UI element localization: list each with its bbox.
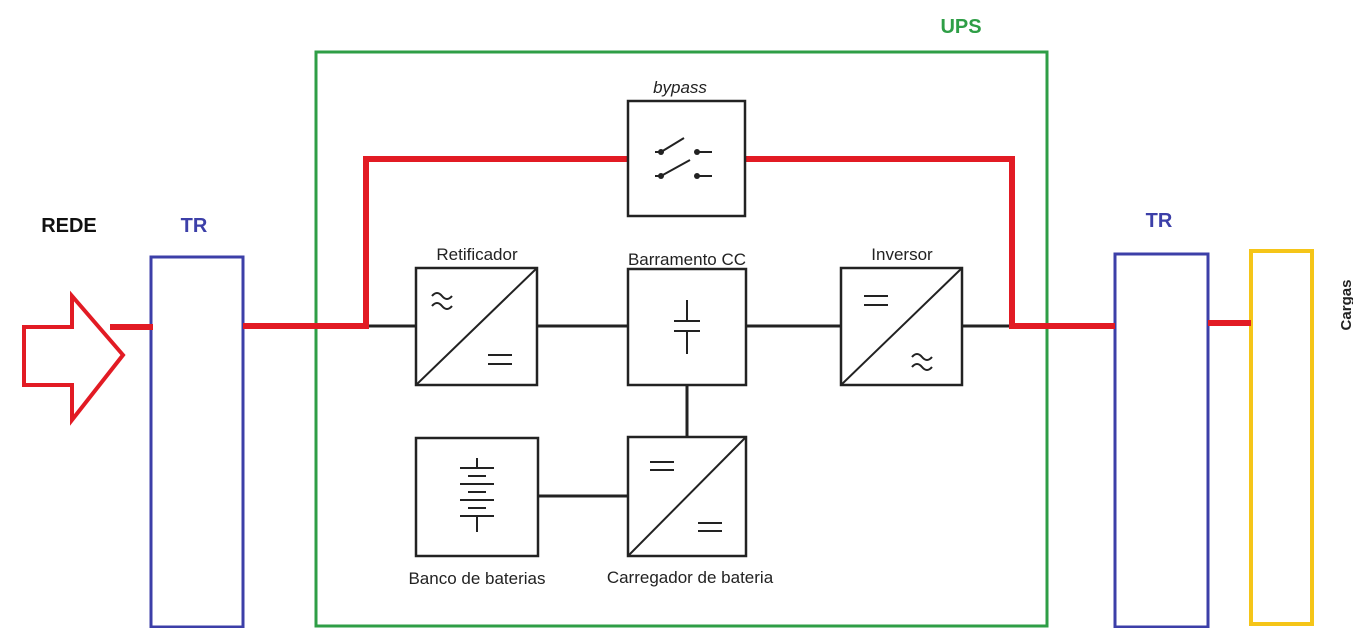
retificador-label: Retificador [436,245,518,264]
transformer-in [149,255,245,628]
ups-label: UPS [940,16,981,38]
arrow-right-outline-icon [22,290,126,426]
barramento-label: Barramento CC [628,250,746,269]
carregador-label: Carregador de bateria [607,568,774,587]
dc-bus-block [626,267,748,387]
ups-frame [314,50,1049,628]
power-line-tr-bypass [243,156,628,329]
inversor-label: Inversor [871,245,933,264]
power-line-bypass-out [746,156,1115,329]
battery-bank-block [414,436,540,558]
rede-label: REDE [41,215,97,237]
bypass-label: bypass [653,78,707,97]
tr-out-label: TR [1146,210,1173,232]
battery-bank-icon [460,458,494,532]
transformer-out [1113,252,1210,628]
ac-dc-icon [415,267,538,386]
switch-icon [655,137,712,179]
cargas-label: Cargas [1338,280,1353,331]
capacitor-icon [674,300,700,354]
tr-in-label: TR [181,215,208,237]
dc-ac-icon [840,267,963,386]
load-block [1249,249,1314,626]
banco-label: Banco de baterias [408,569,545,588]
dc-dc-icon [627,436,747,557]
bypass-block [626,99,747,218]
